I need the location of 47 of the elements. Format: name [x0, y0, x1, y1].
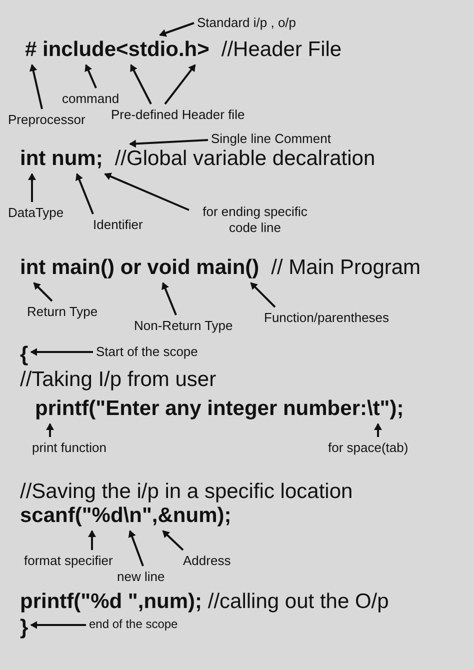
annotation-text: DataType — [8, 205, 64, 221]
code-line: printf("Enter any integer number:\t"); — [35, 397, 404, 421]
annotation-text: Preprocessor — [8, 112, 86, 128]
leader-arrow — [30, 621, 86, 629]
annotation-text: format specifier — [24, 553, 113, 569]
annotation-text: Single line Comment — [211, 131, 331, 147]
code-comment: printf("%d ",num); //calling out the O/p — [20, 590, 389, 614]
annotation-text: Identifier — [93, 217, 143, 233]
code-comment: //Saving the i/p in a specific location — [20, 480, 353, 504]
annotation-text: Non-Return Type — [134, 318, 233, 334]
annotation-text: print function — [32, 440, 106, 456]
annotation-text: Pre-defined Header file — [111, 107, 245, 123]
code-comment: //Taking I/p from user — [20, 368, 216, 392]
leader-arrow — [162, 282, 177, 316]
annotation-text: for space(tab) — [328, 440, 408, 456]
leader-arrow — [76, 173, 94, 214]
annotation-text: command — [62, 91, 120, 107]
code-line: } — [20, 616, 28, 640]
leader-arrow — [88, 530, 96, 550]
leader-arrow — [162, 530, 184, 551]
leader-arrow — [159, 22, 194, 37]
code-line: int num; //Global variable decalration — [20, 147, 376, 171]
annotation-text: end of the scope — [89, 617, 178, 632]
leader-arrow — [28, 173, 36, 202]
leader-arrow — [33, 282, 53, 302]
leader-arrow — [84, 64, 97, 88]
annotation-text: Return Type — [27, 304, 98, 320]
annotation-text: Standard i/p , o/p — [197, 15, 296, 31]
code-line: int main() or void main() // Main Program — [20, 256, 421, 280]
leader-arrow — [29, 64, 43, 110]
annotation-text: Start of the scope — [96, 344, 198, 360]
code-line: scanf("%d\n",&num); — [20, 504, 232, 528]
code-line: { — [20, 343, 28, 367]
leader-arrow — [46, 423, 54, 437]
leader-arrow — [164, 64, 196, 105]
leader-arrow — [128, 530, 144, 566]
leader-arrow — [130, 64, 152, 104]
leader-arrow — [104, 172, 190, 211]
annotation-text: new line — [117, 569, 165, 585]
annotation-text: for ending specific code line — [192, 204, 318, 236]
code-line: # include<stdio.h> //Header File — [25, 38, 342, 62]
annotation-text: Function/parentheses — [264, 310, 390, 326]
leader-arrow — [30, 348, 93, 356]
annotation-text: Address — [183, 553, 231, 569]
leader-arrow — [129, 139, 208, 148]
leader-arrow — [250, 282, 276, 308]
leader-arrow — [374, 423, 382, 437]
